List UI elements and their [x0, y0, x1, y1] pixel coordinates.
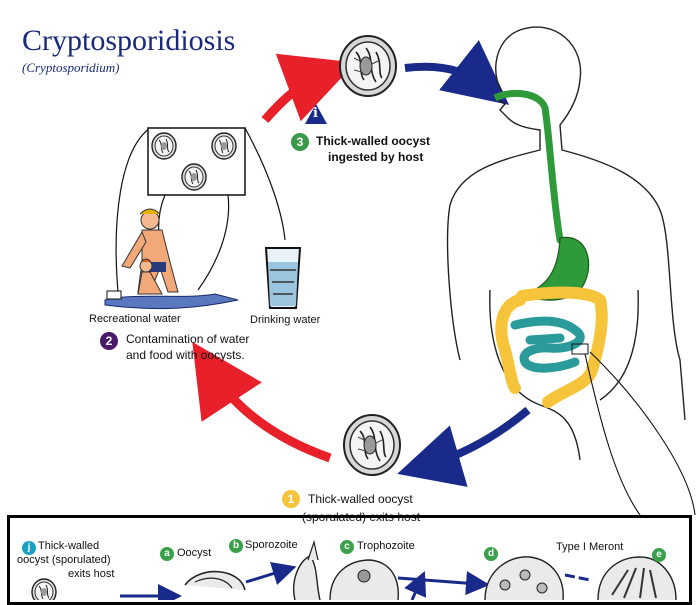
- oocyst-ingested: [339, 35, 397, 97]
- diagram-title: Cryptosporidiosis: [22, 24, 236, 57]
- panel-oocyst: [211, 132, 237, 160]
- step-3-line2: ingested by host: [328, 150, 424, 164]
- stage-j-line2: oocyst (sporulated): [17, 554, 111, 566]
- body-outline: [446, 26, 686, 461]
- panel-oocyst: [181, 163, 207, 191]
- stage-badge-c: c: [340, 540, 354, 554]
- esophagus: [493, 89, 573, 253]
- step-badge-2: 2: [100, 332, 118, 350]
- stage-type1-meront: [484, 556, 564, 601]
- stage-badge-d: d: [484, 547, 498, 561]
- stage-sporozoite: [293, 539, 321, 601]
- step-3-line1: Thick-walled oocyst: [316, 134, 431, 148]
- drinking-water-label: Drinking water: [250, 314, 321, 326]
- stage-badge-e: e: [652, 548, 666, 562]
- step-badge-3: 3: [291, 133, 309, 151]
- stage-oocyst-excysting: [184, 570, 246, 591]
- arrow-body-to-exit: [397, 406, 531, 487]
- stage-trophozoite: [329, 559, 399, 601]
- recreational-water-label: Recreational water: [89, 313, 181, 325]
- info-icon-glyph: i: [313, 106, 318, 121]
- colon: [495, 286, 608, 408]
- stage-arrow-a-b: [245, 562, 297, 585]
- stomach: [520, 236, 590, 301]
- stage-arrow-d-e: [564, 573, 591, 582]
- stage-j-line3: exits host: [68, 568, 115, 580]
- diagram-subtitle: (Cryptosporidium): [22, 60, 120, 75]
- stage-c-label: Trophozoite: [357, 540, 415, 552]
- step-2-line2: and food with oocysts.: [126, 348, 245, 362]
- info-icon: [305, 104, 327, 124]
- stage-d-label: Type I Meront: [556, 541, 624, 553]
- stage-a-label: Oocyst: [177, 547, 212, 559]
- stage-badge-j: j: [22, 541, 36, 555]
- stage-badge-b: b: [229, 539, 243, 553]
- arrow-oocyst-to-mouth: [404, 40, 510, 105]
- swimmers-illustration: [104, 208, 239, 310]
- step-1-line1: Thick-walled oocyst: [308, 492, 413, 506]
- water-glass-icon: [264, 247, 302, 309]
- panel-oocyst: [151, 132, 177, 160]
- arrow-exit-to-contamination: [192, 341, 332, 463]
- arrow-contamination-to-ingestion: [261, 53, 356, 123]
- zoom-lines: [584, 351, 696, 516]
- oocyst-exits: [343, 414, 401, 476]
- stage-arrow-return: [404, 571, 427, 601]
- intestine-focus-box: [571, 343, 589, 355]
- stage-merozoites: [597, 556, 677, 601]
- step-2-line1: Contamination of water: [126, 332, 250, 346]
- small-intestine: [510, 316, 585, 373]
- step-badge-1: 1: [282, 490, 300, 508]
- stage-j-line1: Thick-walled: [38, 540, 100, 552]
- stage-b-label: Sporozoite: [245, 539, 298, 551]
- stage-badge-a: a: [160, 547, 174, 561]
